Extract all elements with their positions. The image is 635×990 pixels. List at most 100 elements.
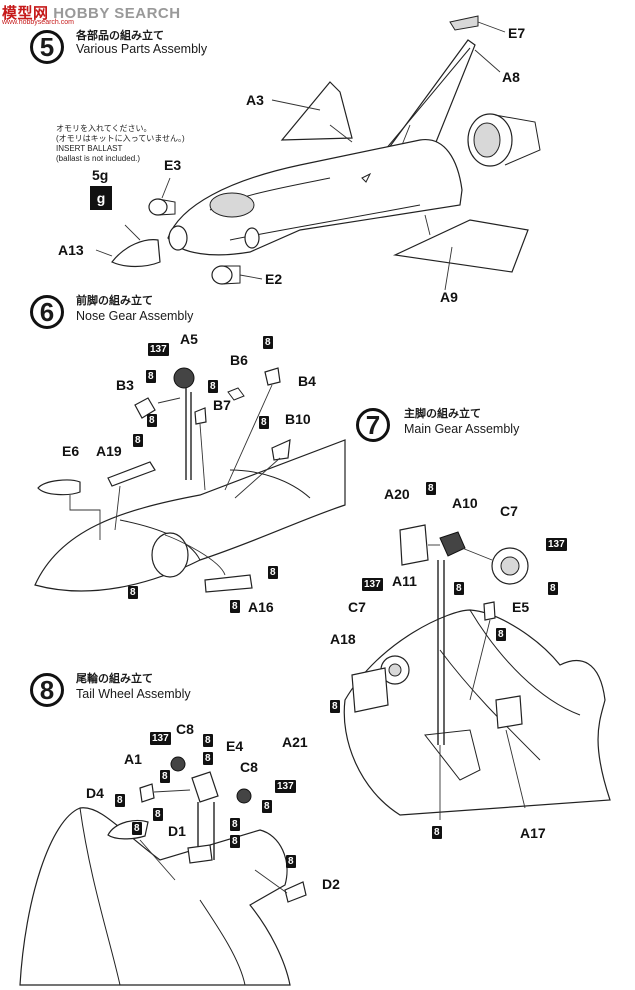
badge-glue: 8 <box>426 482 436 495</box>
badge-glue: 8 <box>496 628 506 641</box>
label-e7: E7 <box>508 25 526 41</box>
step-7-number: 7 <box>356 408 390 442</box>
label-c7-lower: C7 <box>348 599 366 615</box>
ballast-note-jp-2: (オモリはキットに入っていません。) <box>56 134 185 143</box>
label-d4: D4 <box>86 785 104 801</box>
badge-glue: 8 <box>115 794 125 807</box>
label-a16: A16 <box>248 599 274 615</box>
step-5-number: 5 <box>30 30 64 64</box>
part-a16-shape <box>204 574 253 593</box>
badge-glue: 8 <box>203 752 213 765</box>
step-6-number: 6 <box>30 295 64 329</box>
watermark-brand-red: 模型网 <box>2 5 49 22</box>
step6-drawing <box>34 367 346 593</box>
badge-glue: 8 <box>230 600 240 613</box>
label-a9: A9 <box>440 289 458 305</box>
step-8-number: 8 <box>30 673 64 707</box>
part-e2-shape <box>211 265 233 285</box>
part-a1-shape <box>139 783 155 803</box>
part-b3-shape <box>134 397 156 419</box>
step8-drawing <box>19 756 307 986</box>
label-b10: B10 <box>285 411 311 427</box>
badge-paint-137: 137 <box>362 578 383 591</box>
label-a18: A18 <box>330 631 356 647</box>
label-d1: D1 <box>168 823 186 839</box>
badge-paint-137: 137 <box>148 343 169 356</box>
part-e5-shape <box>483 601 496 621</box>
step7-drawing <box>343 524 611 820</box>
watermark-logo: 模型网 HOBBY SEARCH <box>2 2 181 23</box>
watermark-url: www.hobbysearch.com <box>2 19 74 26</box>
label-a3: A3 <box>246 92 264 108</box>
step-5-title-en: Various Parts Assembly <box>76 42 208 56</box>
label-b6: B6 <box>230 352 248 368</box>
label-e2: E2 <box>265 271 283 287</box>
label-a17: A17 <box>520 825 546 841</box>
part-d2-shape <box>284 881 307 903</box>
badge-glue: 8 <box>230 818 240 831</box>
step-8-title-jp: 尾輪の組み立て <box>76 673 153 685</box>
part-a3-shape <box>280 81 353 141</box>
part-d1-shape <box>187 844 213 864</box>
label-c8-a: C8 <box>176 721 194 737</box>
ballast-note-en-2: (ballast is not included.) <box>56 154 141 163</box>
label-c7-upper: C7 <box>500 503 518 519</box>
part-a19-shape <box>107 461 156 487</box>
step-7-title-en: Main Gear Assembly <box>404 422 520 436</box>
badge-glue: 8 <box>286 855 296 868</box>
weight-icon: g <box>90 186 112 210</box>
fuselage-shape <box>167 139 463 256</box>
badge-glue: 8 <box>208 380 218 393</box>
label-e3: E3 <box>164 157 182 173</box>
part-a20-shape <box>399 524 429 566</box>
badge-glue: 8 <box>259 416 269 429</box>
label-a5: A5 <box>180 331 198 347</box>
part-b7-shape <box>194 407 207 425</box>
part-a9-shape <box>392 219 529 273</box>
label-a13: A13 <box>58 242 84 258</box>
step6-fuselage-shape <box>34 439 346 592</box>
label-a20: A20 <box>384 486 410 502</box>
badge-glue: 8 <box>268 566 278 579</box>
label-a21: A21 <box>282 734 308 750</box>
label-a10: A10 <box>452 495 478 511</box>
step-5-title-jp: 各部品の組み立て <box>76 30 164 42</box>
badge-glue: 8 <box>147 414 157 427</box>
part-a13-shape <box>111 239 161 268</box>
step-7-title-jp: 主脚の組み立て <box>404 408 481 420</box>
step-8-title-en: Tail Wheel Assembly <box>76 687 191 701</box>
label-a8: A8 <box>502 69 520 85</box>
step8-fuselage-shape <box>19 807 291 986</box>
badge-glue: 8 <box>128 586 138 599</box>
badge-glue: 8 <box>432 826 442 839</box>
label-e4: E4 <box>226 738 244 754</box>
badge-glue: 8 <box>262 800 272 813</box>
label-b3: B3 <box>116 377 134 393</box>
badge-glue: 8 <box>263 336 273 349</box>
part-e3-shape <box>148 198 168 216</box>
part-a10-shape <box>439 531 466 557</box>
badge-glue: 8 <box>203 734 213 747</box>
part-a17-shape <box>495 695 523 729</box>
part-c8-wheel-a <box>170 756 186 772</box>
badge-glue: 8 <box>160 770 170 783</box>
part-e4-shape <box>191 771 219 803</box>
part-e6-shape <box>37 479 81 496</box>
label-a1: A1 <box>124 751 142 767</box>
ballast-note-jp-1: オモリを入れてください。 <box>56 124 152 133</box>
part-c8-wheel-b <box>236 788 252 804</box>
badge-glue: 8 <box>153 808 163 821</box>
label-b7: B7 <box>213 397 231 413</box>
label-e5: E5 <box>512 599 530 615</box>
step5-drawing <box>95 15 541 291</box>
label-e6: E6 <box>62 443 80 459</box>
badge-glue: 8 <box>454 582 464 595</box>
part-e7-shape <box>449 15 479 31</box>
step-6-title-en: Nose Gear Assembly <box>76 309 194 323</box>
badge-glue: 8 <box>330 700 340 713</box>
badge-glue: 8 <box>133 434 143 447</box>
part-b4-shape <box>264 367 281 386</box>
badge-paint-137: 137 <box>275 780 296 793</box>
badge-glue: 8 <box>230 835 240 848</box>
